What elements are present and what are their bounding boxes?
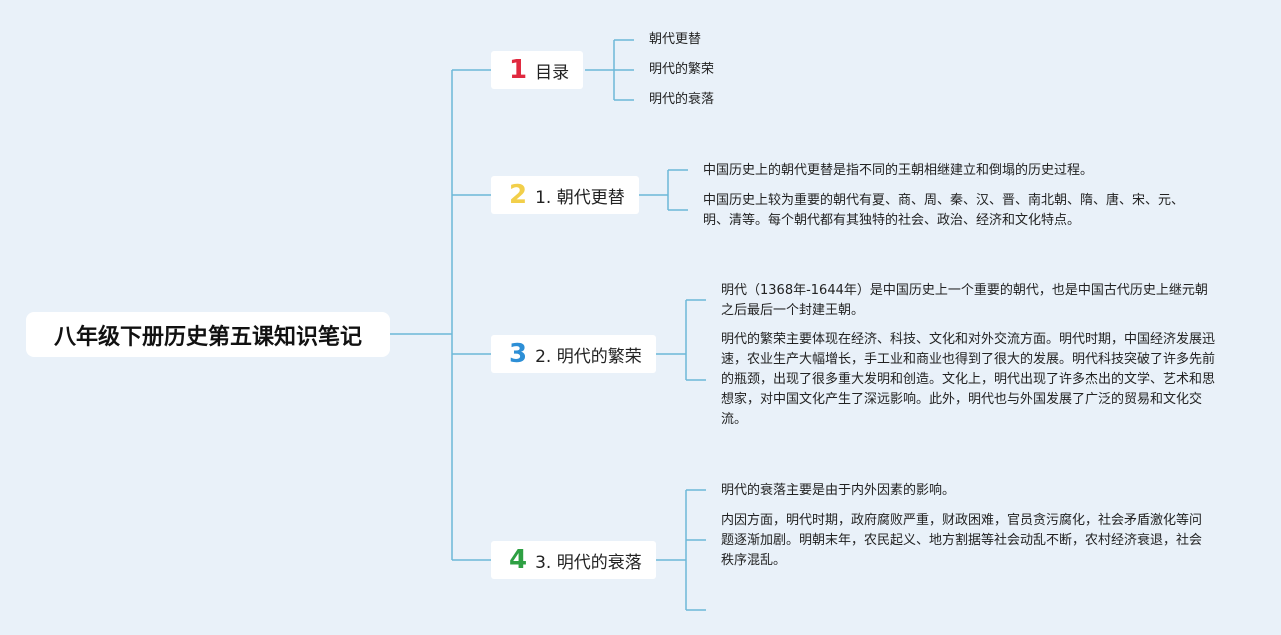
number-1-icon: 1 <box>509 55 528 85</box>
leaf-item[interactable]: 明代的衰落主要是由于内外因素的影响。 <box>721 483 956 498</box>
leaf-item[interactable]: 中国历史上较为重要的朝代有夏、商、周、秦、汉、晋、南北朝、隋、唐、宋、元、明、清… <box>703 193 1185 228</box>
leaf-item[interactable]: 明代（1368年-1644年）是中国历史上一个重要的朝代，也是中国古代历史上继元… <box>721 283 1208 318</box>
leaf-item[interactable]: 内因方面，明代时期，政府腐败严重，财政困难，官员贪污腐化，社会矛盾激化等问题逐渐… <box>721 513 1203 568</box>
branch-ming-prosperity[interactable]: 3 2. 明代的繁荣 <box>491 335 656 373</box>
leaf-item[interactable]: 明代的衰落 <box>649 92 715 107</box>
root-title: 八年级下册历史第五课知识笔记 <box>53 324 362 350</box>
number-2-icon: 2 <box>509 180 528 210</box>
branch-label: 2. 明代的繁荣 <box>535 346 642 367</box>
branch-label: 1. 朝代更替 <box>535 187 625 208</box>
leaf-item[interactable]: 明代的繁荣 <box>649 62 715 77</box>
branch-ming-decline[interactable]: 4 3. 明代的衰落 <box>491 541 656 579</box>
number-4-icon: 4 <box>509 545 528 575</box>
branch-toc[interactable]: 1 目录 <box>491 51 584 89</box>
number-3-icon: 3 <box>509 339 528 369</box>
branch-dynasty-change[interactable]: 2 1. 朝代更替 <box>491 176 639 214</box>
branch-label: 目录 <box>535 62 570 83</box>
branch-label: 3. 明代的衰落 <box>535 552 642 573</box>
root-topic[interactable]: 八年级下册历史第五课知识笔记 <box>26 312 390 357</box>
leaf-item[interactable]: 朝代更替 <box>649 32 702 47</box>
leaf-item[interactable]: 明代的繁荣主要体现在经济、科技、文化和对外交流方面。明代时期，中国经济发展迅速，… <box>721 332 1216 427</box>
leaf-item[interactable]: 中国历史上的朝代更替是指不同的王朝相继建立和倒塌的历史过程。 <box>703 163 1094 178</box>
